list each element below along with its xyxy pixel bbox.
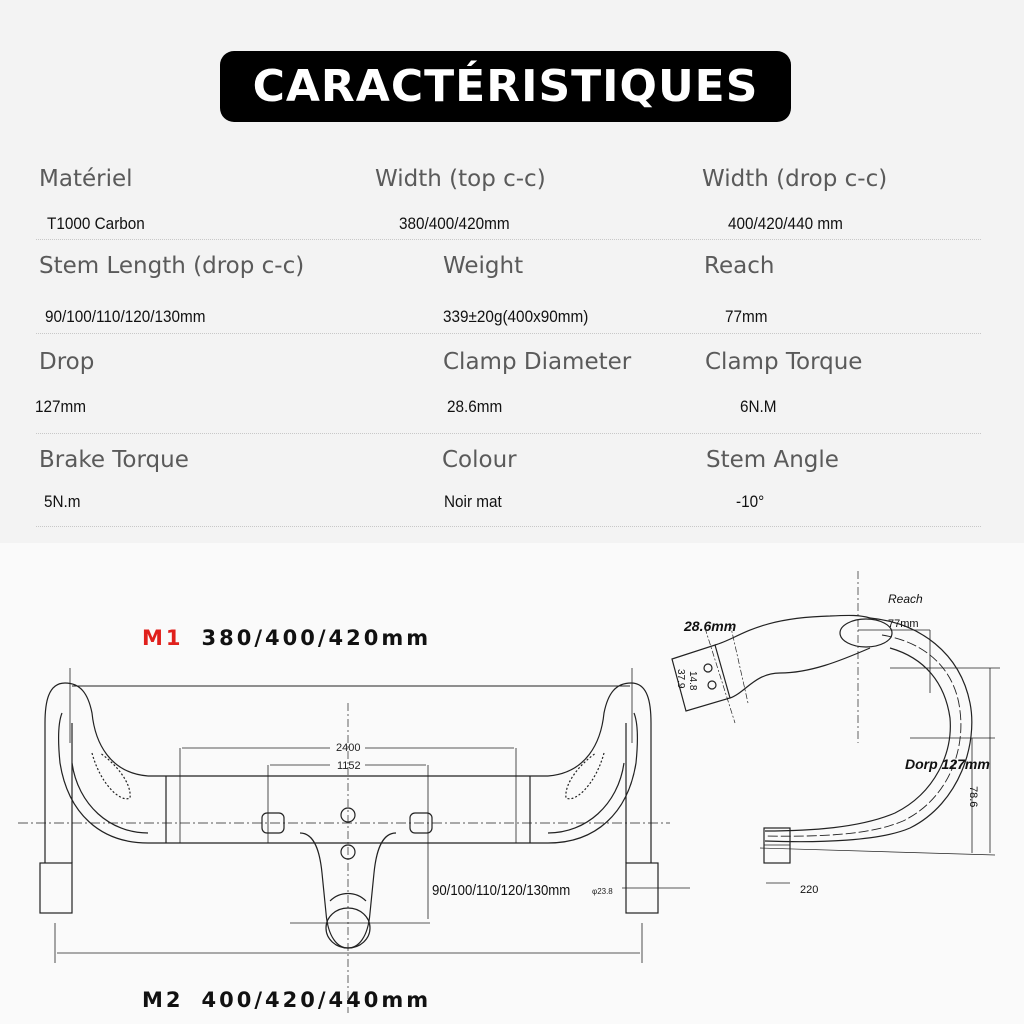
spec-value-clamp-diameter: 28.6mm: [447, 397, 503, 416]
spec-label-stem-length: Stem Length (drop c-c): [39, 253, 305, 279]
spec-label-colour: Colour: [442, 447, 517, 473]
page-title: CARACTÉRISTIQUES: [252, 61, 759, 112]
spec-value-stem-angle: -10°: [736, 492, 765, 511]
stem-lengths-dimension: 90/100/110/120/130mm: [432, 881, 570, 898]
handlebar-front-view: 2400 1152 90/100/110/120/130mm φ23.8: [18, 668, 690, 1013]
specifications-panel: CARACTÉRISTIQUES Matériel Width (top c-c…: [35, 51, 981, 527]
clamp-diameter-label: 28.6mm: [683, 618, 736, 634]
spec-value-stem-length: 90/100/110/120/130mm: [45, 307, 206, 326]
dim-14-8: 14.8: [687, 671, 698, 691]
model-m2-sizes: 400/420/440mm: [201, 988, 432, 1012]
spec-label-reach: Reach: [704, 253, 775, 279]
model-m1-sizes: 380/400/420mm: [201, 626, 432, 650]
spec-label-width-top: Width (top c-c): [375, 166, 546, 192]
dim-220: 220: [800, 884, 818, 896]
reach-value: 77mm: [888, 618, 919, 630]
spec-value-width-drop: 400/420/440 mm: [728, 214, 843, 233]
spec-label-weight: Weight: [443, 253, 524, 279]
spec-value-brake-torque: 5N.m: [44, 492, 81, 511]
reach-label: Reach: [888, 592, 923, 606]
divider: [36, 526, 981, 527]
divider: [36, 333, 981, 334]
spec-label-stem-angle: Stem Angle: [706, 447, 839, 473]
technical-drawing: M1 380/400/420mm M2 400/420/440mm: [0, 543, 1024, 1024]
spec-label-clamp-diameter: Clamp Diameter: [443, 349, 632, 375]
spec-value-reach: 77mm: [725, 307, 768, 326]
model-m2-caption: M2 400/420/440mm: [142, 988, 431, 1012]
model-m1-tag: M1: [142, 626, 184, 650]
spec-label-brake-torque: Brake Torque: [39, 447, 189, 473]
model-m2-tag: M2: [142, 988, 184, 1012]
spec-label-width-drop: Width (drop c-c): [702, 166, 888, 192]
bar-diameter-dimension: φ23.8: [592, 887, 613, 896]
dim-78-6: 78.6: [967, 786, 979, 807]
spec-label-clamp-torque: Clamp Torque: [705, 349, 863, 375]
model-m1-caption: M1 380/400/420mm: [142, 626, 431, 650]
spec-value-colour: Noir mat: [444, 492, 502, 511]
divider: [36, 433, 981, 434]
title-banner: CARACTÉRISTIQUES: [220, 51, 791, 122]
spec-value-drop: 127mm: [35, 397, 87, 416]
divider: [36, 239, 981, 240]
spec-value-clamp-torque: 6N.M: [740, 397, 777, 416]
spec-value-weight: 339±20g(400x90mm): [443, 307, 589, 326]
spec-value-width-top: 380/400/420mm: [399, 214, 510, 233]
handlebar-side-view: 28.6mm Reach 77mm Dorp 127mm 220 78.6 14…: [671, 571, 1000, 896]
drop-label: Dorp 127mm: [905, 756, 990, 772]
spec-label-material: Matériel: [39, 166, 133, 192]
spec-value-material: T1000 Carbon: [47, 214, 145, 233]
dim-2400: 2400: [336, 742, 360, 754]
spec-label-drop: Drop: [39, 349, 95, 375]
dim-37-9: 37.9: [675, 669, 686, 689]
dim-1152: 1152: [337, 760, 361, 772]
